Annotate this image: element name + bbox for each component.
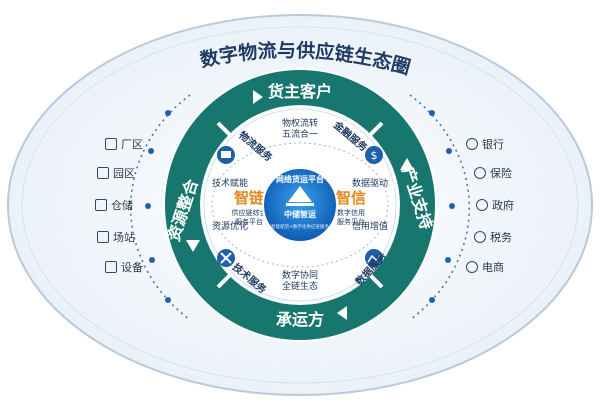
service-icon-data: [365, 249, 383, 267]
left-item-equipment: 设备: [105, 259, 143, 275]
right-item-label: 政府: [492, 199, 514, 212]
right-item-ecommerce: 电商: [466, 259, 504, 275]
top-center-line2: 五流合一: [282, 128, 318, 140]
warehouse-icon: [95, 199, 107, 211]
left-item-label: 场站: [113, 231, 135, 244]
service-icon-logistics: [217, 146, 235, 164]
svg-text:$: $: [371, 149, 378, 162]
bottom-center-line1: 数字协同: [282, 269, 318, 281]
ring-label-top: 货主客户: [268, 82, 332, 101]
outer-ellipse-inner-line: [21, 26, 579, 384]
ring-band: [164, 69, 436, 341]
top-center-line1: 物权流转: [282, 117, 318, 129]
left-item-warehouse: 仓储: [95, 197, 133, 213]
zhilian-title: 智链: [234, 189, 265, 207]
left-item-label: 仓储: [111, 199, 133, 212]
ecommerce-icon: [466, 261, 478, 273]
tax-icon: [474, 231, 486, 243]
government-icon: [476, 199, 488, 211]
center-logo-icon: [286, 186, 314, 206]
right-item-label: 保险: [490, 167, 512, 180]
right-item-government: 政府: [476, 197, 514, 213]
ring-label-bottom: 承运方: [276, 310, 324, 329]
factory-icon: [105, 138, 117, 150]
bank-icon: [466, 138, 478, 150]
inner-disc-edge: [203, 108, 397, 302]
station-icon: [97, 231, 109, 243]
left-item-label: 设备: [121, 261, 143, 274]
right-item-label: 银行: [482, 138, 504, 151]
ring-chevrons: [186, 90, 414, 320]
right-item-label: 电商: [482, 261, 504, 274]
left-item-label: 厂区: [121, 138, 143, 151]
left-item-station: 场站: [97, 229, 135, 245]
left-item-park: 园区: [97, 165, 135, 181]
equipment-icon: [105, 261, 117, 273]
label-credit-add: 信用增值: [352, 220, 388, 232]
right-item-label: 税务: [490, 231, 512, 244]
park-icon: [97, 167, 109, 179]
zhilian-sub2: 服务平台: [235, 217, 263, 226]
zhixin-sub2: 服务平台: [337, 217, 365, 226]
arc-nodes: [145, 110, 455, 303]
label-resource-opt: 资源优化: [212, 220, 248, 232]
ring-outer-edge: [163, 68, 437, 342]
bottom-center-line2: 全链生态: [282, 280, 318, 292]
zhixin-sub1: 数字信用: [337, 208, 365, 217]
left-item-factory: 厂区: [105, 136, 143, 152]
center-brand: 中储智运: [284, 209, 316, 219]
inner-dotted-orbit: [211, 142, 389, 268]
center-platform: 网络货运平台: [276, 174, 324, 184]
insurance-icon: [474, 167, 486, 179]
right-item-insurance: 保险: [474, 165, 512, 181]
label-tech-empower: 技术赋能: [212, 177, 248, 189]
right-item-tax: 税务: [474, 229, 512, 245]
service-icon-tech: [217, 249, 235, 267]
zhixin-title: 智信: [336, 189, 366, 207]
center-slogan: 智能配货+数字化供应链服务: [271, 223, 329, 230]
label-data-driven: 数据驱动: [352, 177, 388, 189]
zhilian-sub1: 供应链综合: [232, 208, 267, 217]
left-item-label: 园区: [113, 167, 135, 180]
right-item-bank: 银行: [466, 136, 504, 152]
service-icon-finance: $: [365, 146, 383, 164]
